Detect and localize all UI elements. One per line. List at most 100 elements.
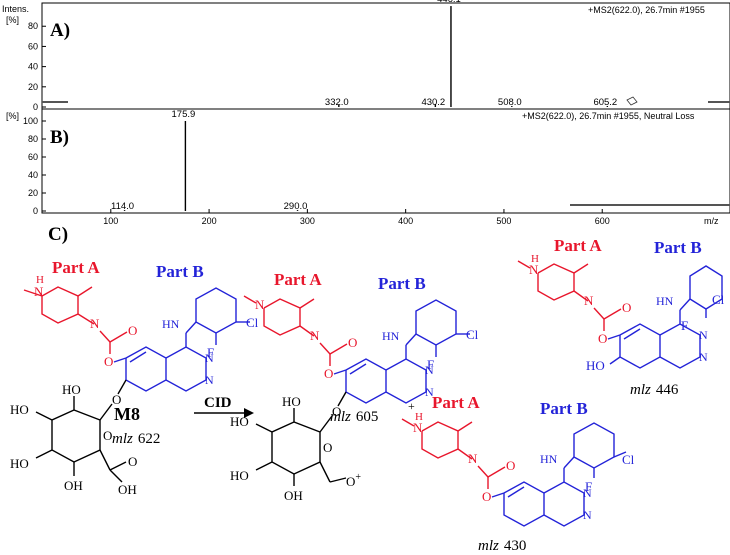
panel-a-cursor-icon [626, 96, 638, 106]
y-tick-label: 0 [33, 206, 38, 216]
spectrum-panel-a: Intens. [%] A) +MS2(622.0), 26.7min #195… [2, 0, 730, 112]
x-tick-label: 400 [398, 216, 413, 226]
s446-ester-o: O [598, 331, 607, 346]
panel-a-label: A) [50, 20, 70, 41]
s430-quin-n1: N [583, 486, 592, 500]
panel-a-y-title: Intens. [2, 4, 29, 14]
s430-aryl-ring [573, 422, 627, 478]
m8-n-atom: N [90, 316, 100, 331]
m8-compound-label: M8 [114, 404, 140, 424]
panel-b-frame [41, 108, 730, 214]
s430-part-b-label: Part B [540, 399, 588, 418]
s605-nh-link: HN [382, 329, 400, 343]
s446-n-atom: N [584, 293, 594, 308]
s446-nh-h-atom: H [531, 253, 539, 265]
m8-part-b-label: Part B [156, 262, 204, 281]
panel-a-peaks: 332.0 430.2 446.1 508.0 605.2 [325, 0, 617, 108]
s430-nh-atom: N [413, 420, 423, 435]
panel-b-peaks: 114.0 175.9 290.0 [111, 109, 307, 212]
s430-carbamate [477, 465, 506, 489]
m8-piperazine-ring [23, 286, 95, 325]
s605-f-atom: F [427, 357, 434, 372]
s605-cl-atom: Cl [466, 327, 479, 342]
s605-acylium-charge: + [355, 472, 361, 483]
m8-oh-2: HO [10, 402, 29, 417]
peak-label: 114.0 [111, 201, 134, 212]
s605-n-atom-2: N [310, 328, 320, 343]
panel-a-frame [41, 2, 730, 110]
spectrum-panel-b: [%] B) +MS2(622.0), 26.7min #1955, Neutr… [6, 108, 730, 226]
m8-ring-o: O [103, 428, 112, 443]
s605-mz-value: 605 [356, 409, 379, 425]
y-tick-label: 80 [28, 21, 38, 31]
y-tick-label: 40 [28, 170, 38, 180]
x-tick-label: 200 [202, 216, 217, 226]
s446-quin-n1: N [699, 328, 708, 342]
s446-cl-atom: Cl [712, 292, 725, 307]
peak-label: 290.0 [284, 201, 308, 212]
m8-nh-atom: N [34, 284, 44, 299]
s446-nh-link-n: N [665, 294, 674, 308]
s605-aryl-ring [415, 299, 470, 357]
s605-quin-n1: N [425, 363, 434, 377]
m8-glyco-o: O [112, 392, 121, 407]
s430-piperazine-ring [401, 418, 473, 460]
x-tick-label: 300 [300, 216, 315, 226]
m8-mz-prefix: mlz [112, 431, 133, 447]
panel-a-y-unit: [%] [6, 15, 19, 25]
peak-label: 430.2 [421, 97, 445, 108]
s605-part-a-label: Part A [274, 270, 322, 289]
m8-part-a-label: Part A [52, 258, 100, 277]
cid-label: CID [204, 395, 232, 411]
m8-cl-atom: Cl [246, 315, 259, 330]
s446-aryl-ring [689, 265, 723, 318]
cid-arrow-head [244, 408, 254, 418]
x-tick-label: 600 [595, 216, 610, 226]
peak-label: 332.0 [325, 97, 349, 108]
peak-label: 508.0 [498, 97, 522, 108]
s605-acylium-o: O [346, 474, 355, 489]
x-tick-label: 500 [496, 216, 511, 226]
m8-carbamate [99, 330, 128, 354]
m8-nh-link-n: N [171, 317, 180, 331]
s430-nh-h-atom: H [415, 411, 423, 423]
peak-label: 175.9 [172, 109, 196, 120]
s605-piperazine-ring [243, 295, 315, 337]
peak-label: 446.1 [437, 0, 461, 5]
s605-oh-1: HO [282, 394, 301, 409]
s605-glyco-o: O [332, 404, 341, 419]
y-tick-label: 40 [28, 62, 38, 72]
s446-ho: HO [586, 358, 605, 373]
panel-b-y-unit: [%] [6, 111, 19, 121]
structure-m8: Part A Part B N H N O O [10, 258, 259, 497]
y-tick-label: 20 [28, 82, 38, 92]
panel-b-x-label: m/z [704, 216, 719, 226]
m8-cooh-oh: OH [118, 482, 137, 497]
s605-sugar [255, 391, 347, 486]
s605-quin-n3: N [425, 385, 434, 399]
m8-quin-n1: N [205, 351, 214, 365]
s430-nh-link-n: N [549, 452, 558, 466]
s430-carbonyl-o: O [506, 458, 515, 473]
s446-part-b-label: Part B [654, 238, 702, 257]
s446-nh-link: HN [656, 294, 674, 308]
peak-label: 605.2 [593, 97, 617, 108]
fragmentation-scheme: C) Part A Part B N H N O O [10, 224, 725, 554]
m8-oh-1: HO [62, 382, 81, 397]
s605-oh-2: HO [230, 414, 249, 429]
m8-ester-o: O [104, 354, 113, 369]
s446-quinazoline [607, 298, 701, 369]
s430-f-atom: F [585, 479, 592, 494]
s430-nh-link: HN [540, 452, 558, 466]
s446-f-atom: F [681, 318, 688, 333]
s605-n-atom-1: N [255, 297, 265, 312]
structure-430: Part A Part B + N H N O O [401, 393, 635, 554]
